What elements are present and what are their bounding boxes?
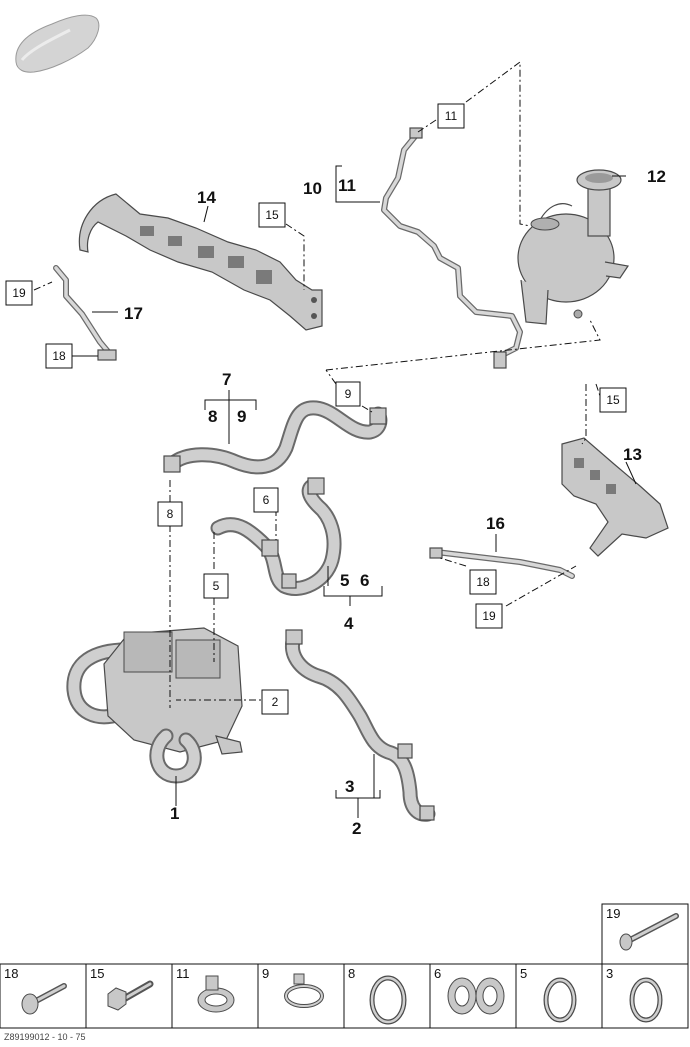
support-rod-part-17[interactable] — [53, 265, 117, 361]
svg-text:11: 11 — [176, 966, 190, 981]
bracket-part-14[interactable] — [78, 193, 323, 331]
svg-text:18: 18 — [476, 575, 490, 589]
coolant-line-part-10[interactable] — [381, 127, 523, 369]
callout-4[interactable]: 4 — [344, 614, 354, 633]
ref-box-15[interactable]: 15 — [599, 387, 627, 413]
ref-box-18[interactable]: 18 — [469, 569, 497, 595]
svg-text:18: 18 — [52, 349, 66, 363]
callout-17[interactable]: 17 — [124, 304, 143, 323]
callout-5[interactable]: 5 — [340, 571, 349, 590]
ref-box-9[interactable]: 9 — [335, 381, 361, 407]
ref-box-5[interactable]: 5 — [203, 573, 229, 599]
ref-box-18[interactable]: 18 — [45, 343, 73, 369]
svg-text:19: 19 — [606, 906, 620, 921]
table-cell-8[interactable]: 8 — [348, 966, 407, 1025]
hex-bolt-icon — [107, 980, 154, 1011]
svg-text:9: 9 — [262, 966, 269, 981]
callout-10[interactable]: 10 — [303, 179, 322, 198]
ref-box-15[interactable]: 15 — [258, 202, 286, 228]
part-callouts: 12 10 11 14 17 7 8 9 13 16 5 6 4 3 2 1 — [124, 167, 666, 838]
long-bolt-icon — [619, 913, 679, 951]
callout-2[interactable]: 2 — [352, 819, 361, 838]
bracket-part-13[interactable] — [561, 437, 669, 557]
table-cell-15[interactable]: 15 — [90, 966, 154, 1011]
ref-box-19[interactable]: 19 — [475, 603, 503, 629]
ref-box-2[interactable]: 2 — [261, 689, 289, 715]
ref-box-6[interactable]: 6 — [253, 487, 279, 513]
fastener-parts-table: 19 18 15 — [0, 903, 689, 1029]
svg-text:6: 6 — [263, 493, 270, 507]
svg-text:15: 15 — [265, 208, 279, 222]
ref-box-19[interactable]: 19 — [5, 280, 33, 306]
coolant-hose-part-4[interactable] — [210, 477, 342, 596]
table-cell-5[interactable]: 5 — [520, 966, 577, 1023]
support-rod-part-16[interactable] — [429, 547, 575, 579]
svg-text:15: 15 — [90, 966, 104, 981]
table-cell-11[interactable]: 11 — [176, 966, 235, 1013]
table-cell-9[interactable]: 9 — [262, 966, 324, 1008]
callout-leaders — [68, 165, 637, 818]
svg-text:8: 8 — [167, 507, 174, 521]
svg-text:2: 2 — [272, 695, 279, 709]
table-cell-18[interactable]: 18 — [4, 966, 67, 1015]
coolant-hose-part-2[interactable] — [285, 629, 436, 822]
seal-ring-icon — [369, 975, 407, 1025]
expansion-tank-part[interactable] — [517, 169, 630, 325]
thermal-module-part-1[interactable] — [66, 627, 243, 784]
svg-text:19: 19 — [482, 609, 496, 623]
callout-7[interactable]: 7 — [222, 370, 231, 389]
callout-11[interactable]: 11 — [338, 176, 356, 195]
svg-text:5: 5 — [520, 966, 527, 981]
ref-box-8[interactable]: 8 — [157, 501, 183, 527]
svg-text:6: 6 — [434, 966, 441, 981]
callout-8[interactable]: 8 — [208, 407, 217, 426]
assembly-reference-lines — [33, 61, 601, 708]
callout-16[interactable]: 16 — [486, 514, 505, 533]
diagram-code: Z89199012 - 10 - 75 — [4, 1032, 86, 1042]
callout-6[interactable]: 6 — [360, 571, 369, 590]
seal-ring-icon — [543, 977, 577, 1023]
svg-text:9: 9 — [345, 387, 352, 401]
callout-13[interactable]: 13 — [623, 445, 642, 464]
svg-text:11: 11 — [445, 109, 458, 123]
svg-text:18: 18 — [4, 966, 18, 981]
svg-text:8: 8 — [348, 966, 355, 981]
car-silhouette-icon — [15, 14, 100, 73]
svg-text:19: 19 — [12, 286, 26, 300]
callout-9[interactable]: 9 — [237, 407, 246, 426]
double-clamp-icon — [447, 977, 505, 1015]
callout-14[interactable]: 14 — [197, 188, 216, 207]
hose-clamp-icon — [284, 973, 324, 1008]
flange-bolt-icon — [21, 983, 67, 1015]
clip-icon — [197, 975, 235, 1013]
seal-ring-icon — [629, 977, 663, 1023]
callout-3[interactable]: 3 — [345, 777, 354, 796]
svg-text:5: 5 — [213, 579, 220, 593]
callout-1[interactable]: 1 — [170, 804, 179, 823]
table-cell-6[interactable]: 6 — [434, 966, 505, 1015]
svg-text:15: 15 — [606, 393, 620, 407]
coolant-hose-part-7[interactable] — [163, 400, 388, 475]
boxed-references: 11 15 19 18 9 15 6 8 5 2 18 19 — [5, 103, 627, 715]
table-cell-19[interactable]: 19 — [601, 903, 689, 965]
svg-text:3: 3 — [606, 966, 613, 981]
ref-box-11[interactable]: 11 — [437, 103, 465, 129]
table-cell-3[interactable]: 3 — [606, 966, 663, 1023]
callout-12[interactable]: 12 — [647, 167, 666, 186]
